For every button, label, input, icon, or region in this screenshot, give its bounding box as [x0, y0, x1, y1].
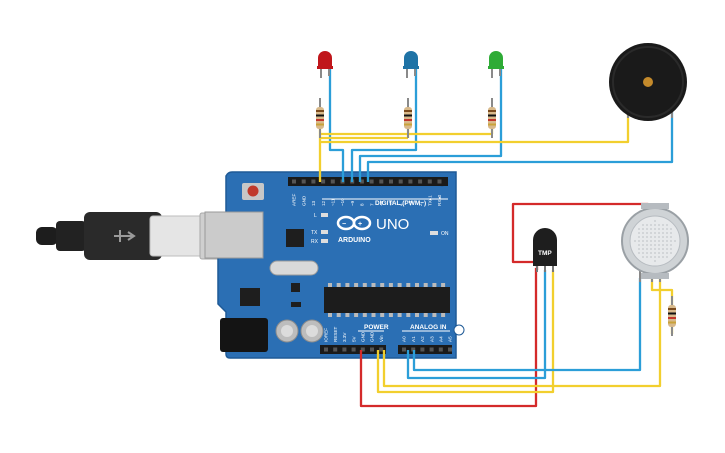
usb-jack [204, 211, 264, 259]
arduino-logo: − + [336, 215, 372, 231]
pin-label: ~9 [350, 200, 355, 206]
pin-label: Vin [379, 335, 384, 342]
pin-label: ~11 [331, 198, 336, 206]
pin-label: 3.3V [342, 332, 347, 342]
pin-label: A2 [420, 336, 425, 342]
led-red [317, 51, 333, 78]
wire-yellow [382, 278, 662, 388]
leds [317, 51, 504, 78]
pin-label: ~3 [408, 200, 413, 206]
led-l-label: L [314, 213, 317, 219]
brand-label: ARDUINO [338, 237, 371, 244]
pin-label: GND [301, 195, 306, 206]
wire-yellow [320, 112, 630, 144]
resistor [488, 98, 496, 138]
pin-label: A5 [448, 336, 453, 342]
load-resistor [668, 296, 676, 336]
led-l [321, 213, 328, 217]
pin-label: 4 [398, 203, 403, 206]
analog-header [398, 345, 452, 354]
wire-blue [328, 62, 345, 182]
pin-label: 7 [369, 203, 374, 206]
pin-label: A0 [402, 336, 407, 342]
led-blue [403, 51, 419, 78]
wire-blue [406, 270, 547, 380]
resistor [316, 98, 324, 138]
piezo-buzzer [609, 43, 687, 121]
pin-label: RX◂0 [437, 194, 442, 206]
pin-label: AREF [292, 194, 297, 206]
model-label: UNO [376, 216, 409, 233]
analog-label: ANALOG IN [410, 324, 447, 331]
led-green [488, 51, 504, 78]
pin-label: 8 [360, 203, 365, 206]
led-on [430, 231, 438, 235]
pin-label: ~6 [379, 200, 384, 206]
pin-label: GND [370, 331, 375, 342]
pin-label: A1 [411, 336, 416, 342]
led-tx-label: TX [311, 230, 318, 236]
pin-label: ~10 [340, 198, 345, 206]
resistor [404, 98, 412, 138]
svg-text:−: − [342, 221, 346, 228]
pin-label: A3 [429, 336, 434, 342]
pin-label: 12 [321, 200, 326, 206]
power-jack [220, 318, 268, 352]
digital-label: DIGITAL (PWM~) [375, 200, 426, 207]
power-label: POWER [364, 324, 389, 331]
gas-sensor [621, 203, 689, 282]
wire-yellow [376, 270, 555, 394]
resistor [668, 296, 676, 336]
pin-label: TX▸1 [428, 195, 433, 206]
temperature-sensor: TMP [533, 228, 557, 272]
pin-label: 13 [311, 200, 316, 206]
resistors [316, 98, 496, 138]
led-rx-label: RX [311, 239, 319, 245]
arduino-board: AREF GND 13 12 ~11 ~10 ~9 8 7 ~6 ~5 4 ~3 2 TX▸1 RX◂0 DI… [204, 171, 465, 359]
pin-label: GND [361, 331, 366, 342]
wire-blue [358, 62, 503, 182]
usb-icon [114, 230, 136, 242]
pin-label: 5V [351, 335, 356, 342]
pin-label: ~5 [389, 200, 394, 206]
wire-red [359, 268, 538, 408]
pin-label: 2 [418, 203, 423, 206]
pin-label: A4 [439, 336, 444, 342]
crystal [269, 260, 319, 276]
pin-label: IOREF [324, 328, 329, 342]
usb-chip [286, 229, 304, 247]
pin-label: RESET [333, 326, 338, 342]
svg-text:+: + [358, 221, 362, 228]
wire-blue [412, 278, 642, 372]
wire-blue [366, 112, 674, 182]
led-on-label: ON [441, 231, 449, 237]
tmp-label: TMP [538, 250, 552, 257]
voltage-regulator [240, 288, 260, 306]
reset-button[interactable] [242, 183, 264, 200]
atmega-chip [324, 283, 450, 317]
wire-blue [350, 62, 418, 182]
